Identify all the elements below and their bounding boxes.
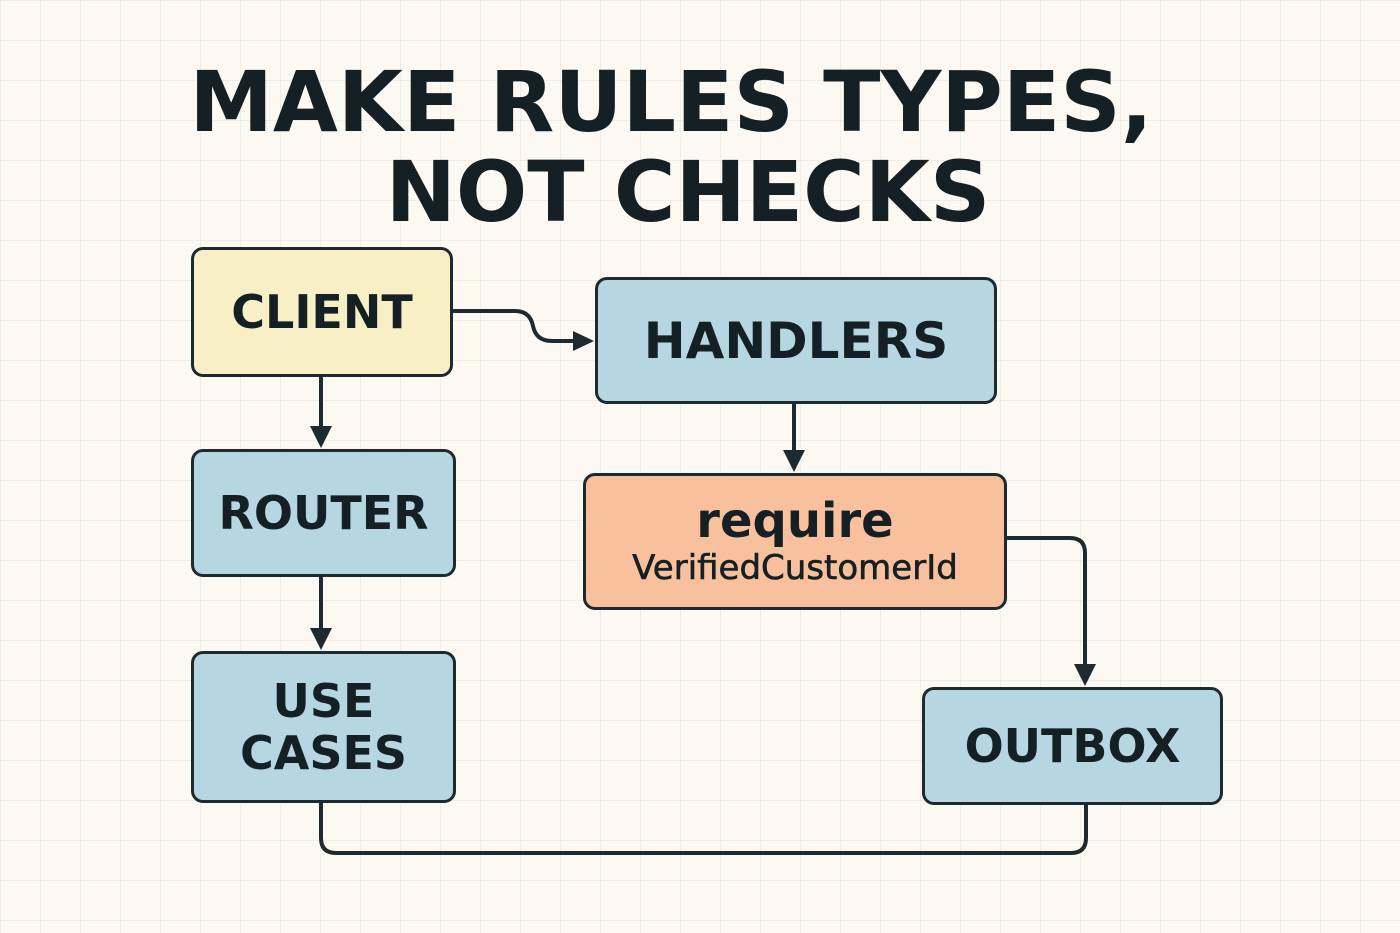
node-handlers-label: HANDLERS bbox=[643, 311, 949, 370]
node-client-label: CLIENT bbox=[231, 285, 413, 339]
node-use-cases: USE CASES bbox=[191, 651, 456, 803]
arrowhead-router bbox=[310, 426, 332, 448]
arrowhead-outbox bbox=[1074, 664, 1096, 686]
node-require-verified-customer-id: require VerifiedCustomerId bbox=[583, 473, 1007, 610]
edge-require-outbox bbox=[1005, 536, 1087, 668]
node-outbox: OUTBOX bbox=[922, 687, 1223, 805]
node-use-cases-label-line-1: USE bbox=[272, 674, 375, 728]
diagram-title-line-1: MAKE RULES TYPES, bbox=[189, 53, 1153, 151]
arrowhead-handlers bbox=[573, 331, 594, 351]
node-client: CLIENT bbox=[191, 247, 453, 377]
node-require-label: require bbox=[696, 492, 894, 549]
node-use-cases-label-line-2: CASES bbox=[239, 726, 408, 780]
arrowhead-usecases bbox=[310, 628, 332, 650]
arrowhead-require bbox=[783, 450, 805, 472]
node-router: ROUTER bbox=[191, 449, 456, 577]
diagram-title-line-2: NOT CHECKS bbox=[385, 143, 991, 241]
node-router-label: ROUTER bbox=[218, 486, 429, 540]
node-outbox-label: OUTBOX bbox=[964, 719, 1181, 773]
edge-client-handlers bbox=[451, 309, 577, 343]
edge-usecases-outbox bbox=[319, 801, 1088, 855]
node-require-type-label: VerifiedCustomerId bbox=[632, 547, 958, 588]
node-handlers: HANDLERS bbox=[595, 277, 997, 404]
